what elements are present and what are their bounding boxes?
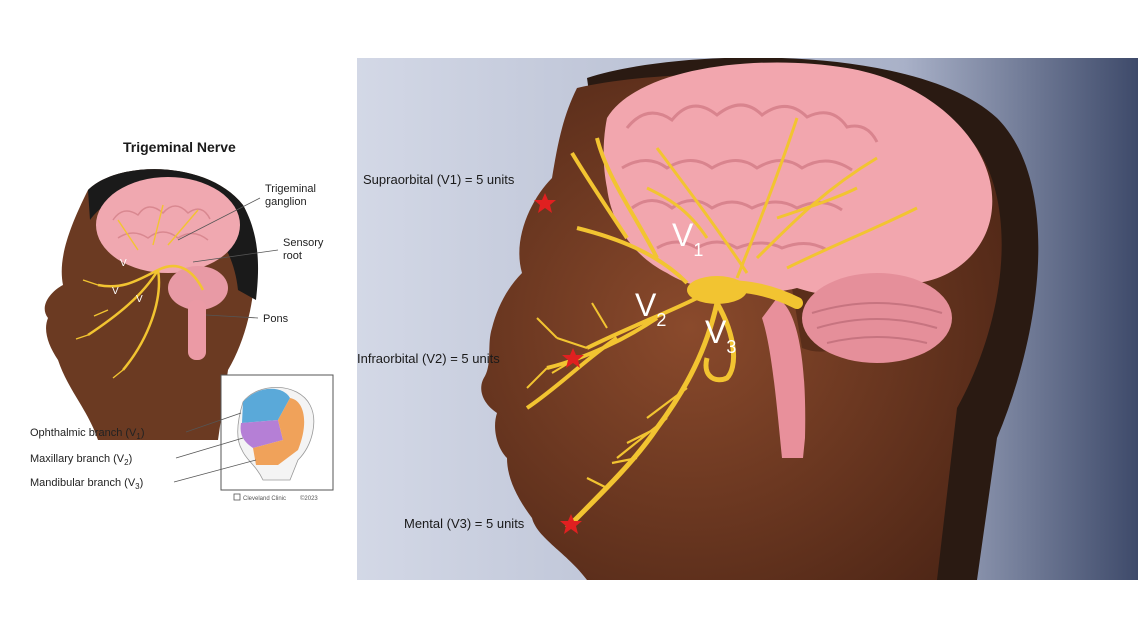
v1-division-label: V1 <box>672 217 703 260</box>
face-nerve-illustration: V1 V2 V3 Supraorbital (V1) = 5 units Inf… <box>357 58 1138 580</box>
mandibular-branch-label: Mandibular branch (V3) <box>30 477 143 491</box>
mental-annotation: Mental (V3) = 5 units <box>404 516 525 531</box>
supraorbital-star-icon <box>534 193 556 213</box>
copyright-label: ©2023 <box>300 495 318 502</box>
pons-label: Pons <box>263 313 289 325</box>
v2-division-label: V2 <box>635 287 666 330</box>
credit-label: Cleveland Clinic <box>243 496 286 502</box>
trigeminal-overview-illustration: Trigeminal Nerve V V V Trigeminal gangli… <box>30 139 334 502</box>
mental-star-icon <box>560 514 582 534</box>
cleveland-clinic-logo-icon <box>233 493 241 501</box>
sensory-root-label-line1: Sensory <box>283 237 324 249</box>
right-illustration-panel: V1 V2 V3 Supraorbital (V1) = 5 units Inf… <box>357 58 1138 580</box>
left-v3-label: V <box>136 294 143 305</box>
left-v1-label: V <box>120 258 127 269</box>
infraorbital-star-icon <box>562 348 584 368</box>
left-illustration-panel: Trigeminal Nerve V V V Trigeminal gangli… <box>28 120 346 530</box>
ganglion-label-line2: ganglion <box>265 196 307 208</box>
maxillary-branch-label: Maxillary branch (V2) <box>30 453 132 467</box>
infraorbital-annotation: Infraorbital (V2) = 5 units <box>357 351 500 366</box>
supraorbital-annotation: Supraorbital (V1) = 5 units <box>363 172 515 187</box>
ophthalmic-branch-label: Ophthalmic branch (V1) <box>30 427 145 441</box>
left-v2-label: V <box>112 286 119 297</box>
ganglion-label-line1: Trigeminal <box>265 183 316 195</box>
left-title: Trigeminal Nerve <box>123 139 236 155</box>
sensory-root-label-line2: root <box>283 250 302 262</box>
v3-division-label: V3 <box>705 314 736 357</box>
